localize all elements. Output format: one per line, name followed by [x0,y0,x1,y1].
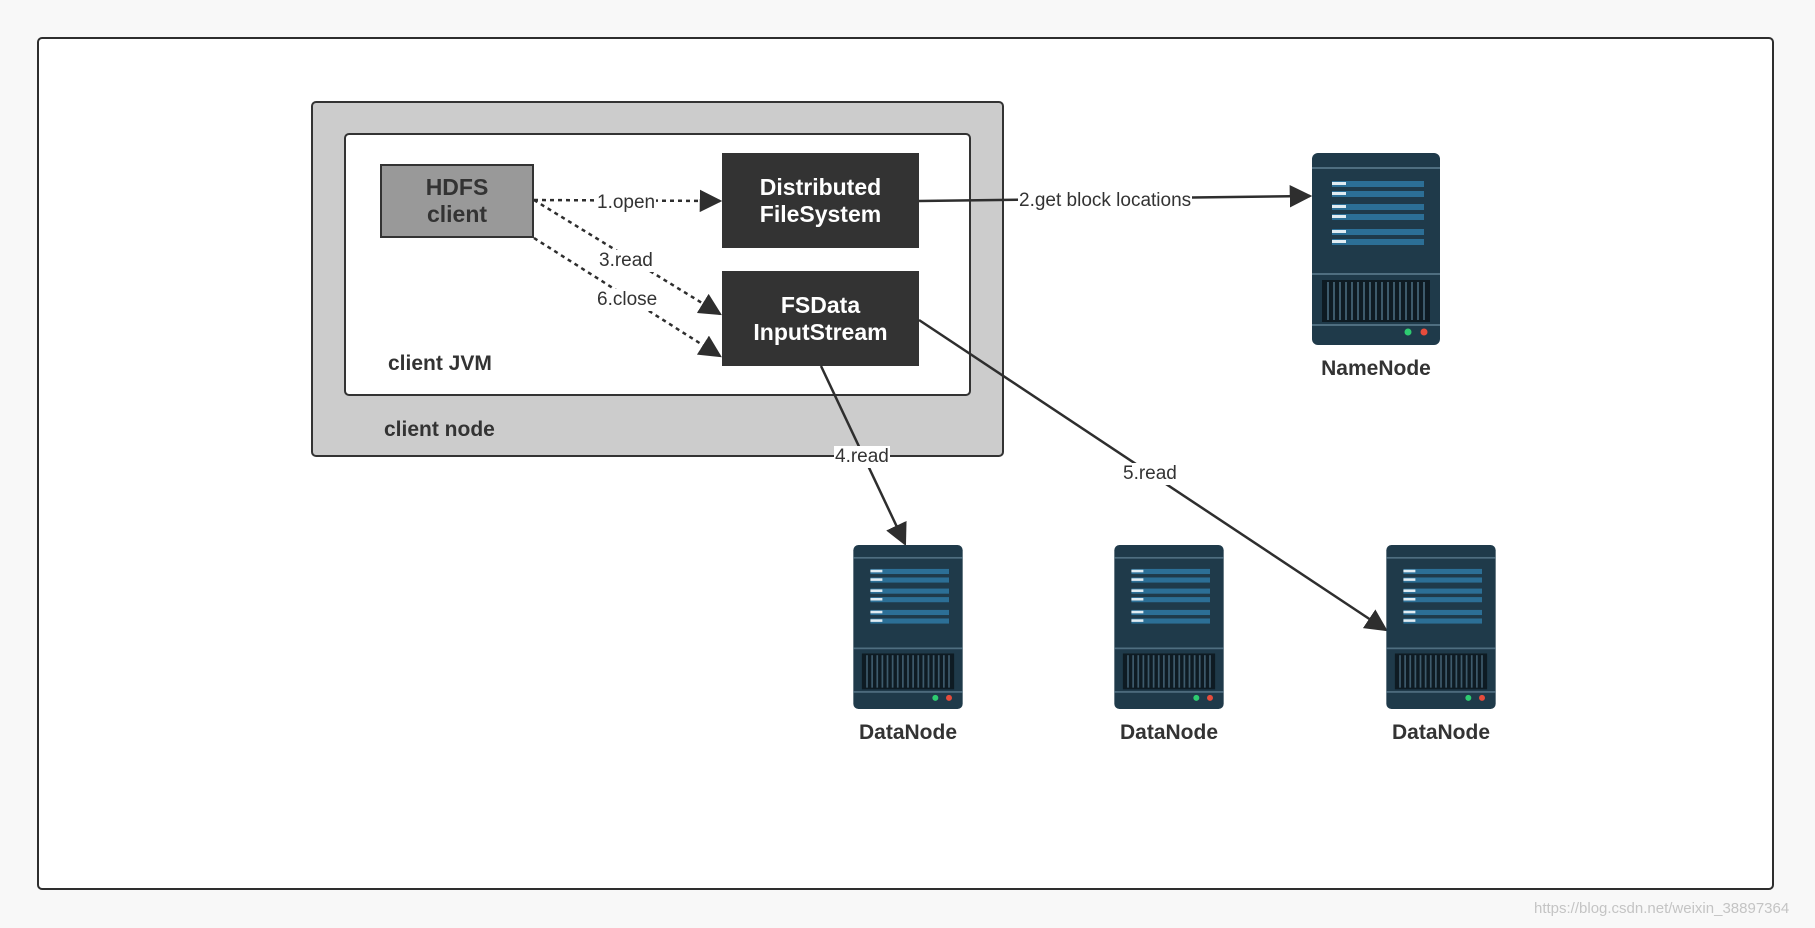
edge-label-read3: 3.read [598,250,654,272]
edge-label-close: 6.close [596,289,659,311]
fsdata-line1: FSData [780,291,861,318]
edge-label-get-block-locations: 2.get block locations [1018,190,1193,212]
client-jvm-label: client JVM [388,352,492,375]
watermark-text: https://blog.csdn.net/weixin_38897364 [1534,900,1790,917]
datanode-label-1: DataNode [858,721,958,744]
hdfs-client-box: HDFS client [380,164,534,238]
datanode-server-icon-2 [1114,545,1224,709]
datanode-server-icon-3 [1386,545,1496,709]
edge-label-read5: 5.read [1122,463,1178,485]
edge-open [533,189,723,213]
edge-label-open: 1.open [596,192,657,214]
client-node-label: client node [384,418,495,441]
edge-label-read4: 4.read [834,446,890,468]
dfs-line1: Distributed [759,173,882,200]
distributed-filesystem-box: Distributed FileSystem [722,153,919,248]
datanode-label-2: DataNode [1119,721,1219,744]
datanode-label-3: DataNode [1391,721,1491,744]
fsdata-inputstream-box: FSData InputStream [722,271,919,366]
namenode-server-icon [1312,153,1440,345]
hdfs-client-line1: HDFS [425,174,489,200]
fsdata-line2: InputStream [753,318,888,345]
dfs-line2: FileSystem [759,200,882,227]
namenode-label: NameNode [1321,357,1431,380]
datanode-server-icon-1 [853,545,963,709]
hdfs-client-line2: client [426,201,488,227]
